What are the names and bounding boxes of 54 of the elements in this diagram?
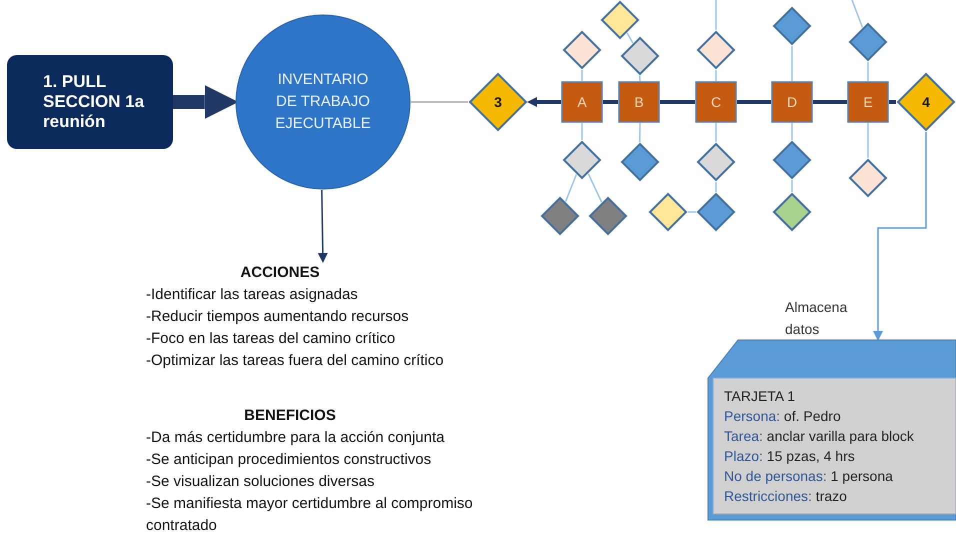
task-label: B (634, 94, 644, 110)
connector-line (715, 0, 717, 30)
caption-text: Almacena datos (785, 298, 848, 339)
bullet-text: -Reducir tiempos aumentando recursos (145, 307, 410, 327)
section-title: 1. PULL SECCION 1a reunión (43, 72, 146, 132)
bullet-text: -Se anticipan procedimientos constructivos (145, 450, 432, 470)
connector-line (603, 100, 618, 104)
connector-line (588, 173, 602, 203)
connector-line (564, 174, 578, 202)
card-field: Plazo: 15 pzas, 4 hrs (724, 446, 914, 466)
card-title: TARJETA 1 (724, 387, 796, 406)
bullet-text: -Se visualizan soluciones diversas (145, 472, 376, 492)
diamond-label: 4 (922, 94, 930, 110)
bullet-text: -Optimizar las tareas fuera del camino crítico (145, 351, 445, 371)
task-label: D (786, 94, 798, 110)
connector-line (638, 76, 641, 82)
connector-line (715, 70, 717, 81)
arrow (873, 132, 927, 341)
diamond-label: 3 (494, 94, 502, 110)
task-label: C (710, 94, 722, 110)
connector-line (660, 100, 695, 104)
arrow (527, 97, 561, 107)
connector-line (889, 100, 896, 104)
card-field: No de personas: 1 persona (724, 466, 914, 486)
arrow (318, 190, 328, 263)
connector-line (411, 101, 468, 103)
connector-line (813, 100, 847, 104)
card-field: Persona: of. Pedro (724, 406, 914, 426)
task-label: A (577, 94, 587, 110)
section-box (7, 55, 173, 149)
connector-line (737, 100, 771, 104)
circle-label: INVENTARIO DE TRABAJO EJECUTABLE (274, 70, 372, 134)
bullet-text: -Foco en las tareas del camino crítico (145, 329, 396, 349)
connector-line (791, 180, 793, 192)
connector-line (791, 46, 793, 81)
section-heading: ACCIONES (239, 263, 321, 283)
bullet-text: -Identificar las tareas asignadas (145, 285, 359, 305)
connector-line (867, 62, 869, 81)
card-field: Restricciones: trazo (724, 486, 914, 506)
connector-line (851, 0, 864, 28)
connector-line (715, 182, 717, 192)
card-field: Tarea: anclar varilla para block (724, 426, 914, 446)
bullet-text: -Se manifiesta mayor certidumbre al compromiso contratado (145, 494, 474, 536)
connector-line (638, 122, 641, 142)
connector-line (867, 123, 869, 158)
connector-line (581, 123, 583, 140)
connector-line (791, 123, 793, 140)
connector-line (688, 211, 696, 213)
bullet-text: -Da más certidumbre para la acción conjunta (145, 428, 446, 448)
section-heading: BENEFICIOS (243, 406, 337, 426)
connector-line (715, 123, 717, 142)
connector-line (581, 70, 583, 81)
task-label: E (863, 94, 873, 110)
connector-line (626, 32, 634, 44)
